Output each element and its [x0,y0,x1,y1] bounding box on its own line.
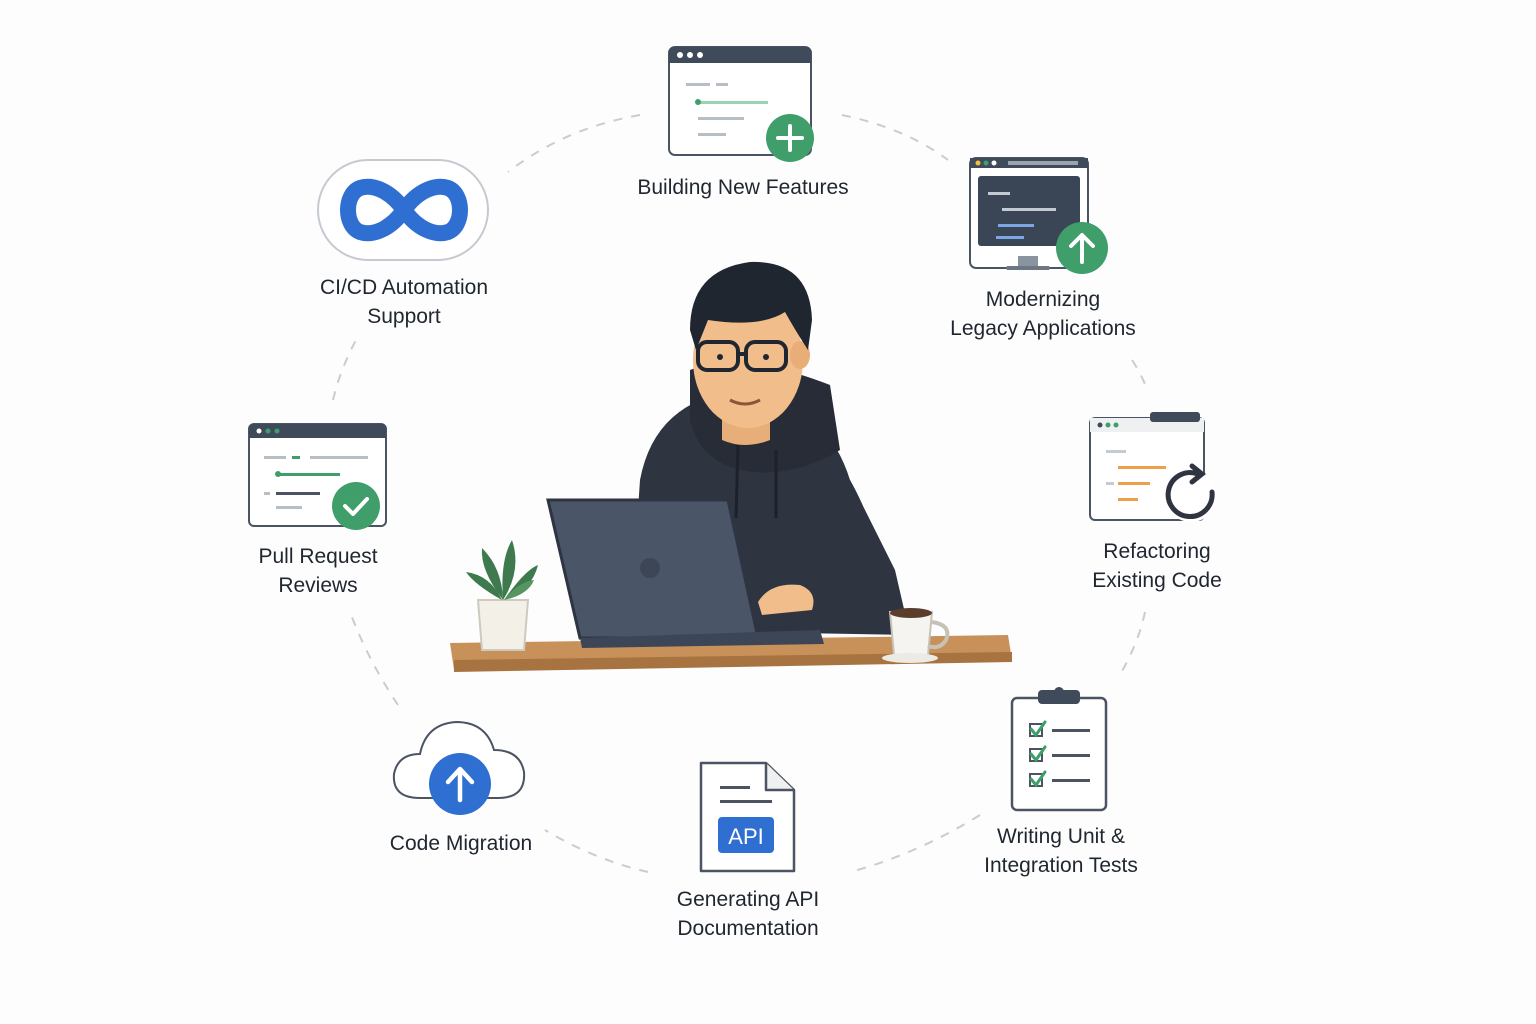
code-migration-label: Code Migration [389,832,533,855]
api-docs-label: Generating API Documentation [676,888,820,940]
pull-request-reviews-node [248,422,393,534]
modernizing-legacy-label: Modernizing Legacy Applications [950,288,1136,340]
api-docs-node: API [698,760,798,876]
plant-pot [476,599,530,651]
building-new-features-node [668,45,818,165]
coffee-cup [882,608,950,663]
monitor-upgrade-icon [969,157,1108,274]
hand [758,584,814,615]
browser-refresh-icon [1089,412,1217,522]
refactoring-label: Refactoring Existing Code [1092,540,1222,592]
code-migration-node [390,710,530,820]
developer-illustration [440,250,1020,695]
cicd-node [316,158,492,264]
cicd-label: CI/CD Automation Support [319,276,489,328]
clipboard-checklist-icon [1010,687,1108,812]
unit-tests-label: Writing Unit & Integration Tests [984,825,1138,877]
pull-request-reviews-label: Pull Request Reviews [258,545,378,597]
svg-text:API: API [728,824,763,849]
api-document-icon: API [699,761,796,873]
refactoring-node [1088,408,1228,528]
hair [690,261,812,350]
infinity-loop-icon [317,159,489,261]
api-badge [718,817,774,853]
building-new-features-label: Building New Features [637,176,849,199]
browser-plus-icon [668,46,814,162]
modernizing-legacy-node [968,156,1113,276]
browser-check-icon [248,423,387,530]
glasses [696,340,788,372]
cloud-upload-icon [392,720,526,815]
plant [466,540,538,600]
unit-tests-node [1008,684,1112,814]
